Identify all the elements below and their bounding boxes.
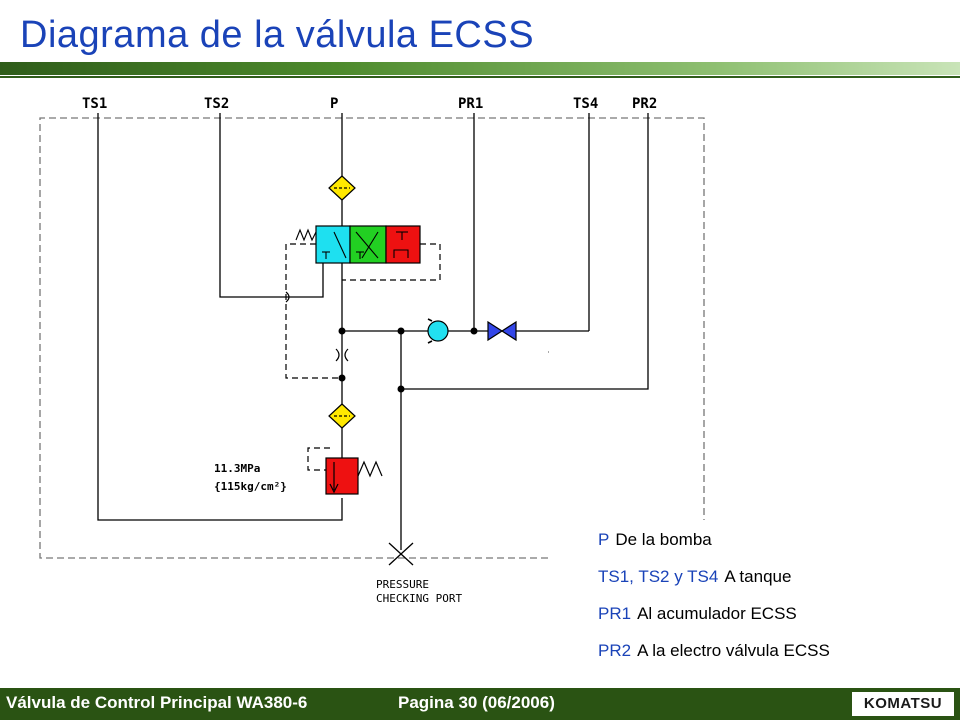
valve-body-outline [39,117,705,559]
legend-text: Al acumulador ECSS [637,604,797,623]
title-divider-bar [0,62,960,75]
port-label-ts2: TS2 [204,96,229,112]
check-port-label-2: CHECKING PORT [376,592,462,605]
port-label-pr1: PR1 [458,96,483,112]
legend-row: P De la bomba [598,528,830,565]
junction-dot [338,374,346,382]
spool-section-left [315,225,351,264]
relief-pressure-kg: {115kg/cm²} [214,480,287,493]
pilot-line-right [342,243,441,281]
legend-text: A tanque [724,567,792,586]
legend-key: P [598,530,610,549]
line-ts1 [97,113,343,521]
legend-key: PR1 [598,604,632,623]
spool-spring [295,228,317,242]
spool-section-center [349,225,387,264]
orifice-symbol [335,348,349,362]
junction-dot [397,385,405,393]
relief-pressure-mpa: 11.3MPa [214,462,260,475]
port-label-ts4: TS4 [573,96,598,112]
junction-dot [470,327,478,335]
check-valve [427,320,449,342]
junction-dot [338,327,346,335]
line-pr2 [401,113,649,390]
footer-document-title: Válvula de Control Principal WA380-6 [6,693,308,712]
pilot-line-relief [307,447,330,471]
line-ts2 [219,113,324,298]
port-label-ts1: TS1 [82,96,107,112]
port-label-p: P [330,96,338,112]
port-label-pr2: PR2 [632,96,657,112]
komatsu-logo: KOMATSU [852,692,954,716]
bidirectional-valve-right [500,320,517,342]
pilot-line-left [285,243,342,379]
relief-spring [357,460,383,478]
legend-row: PR2 A la electro válvula ECSS [598,639,830,676]
junction-dot [397,327,405,335]
relief-valve [325,457,359,495]
legend-row: TS1, TS2 y TS4 A tanque [598,565,830,602]
legend-key: TS1, TS2 y TS4 [598,567,719,586]
footer-page-number: Pagina 30 (06/2006) [398,693,555,712]
legend-text: De la bomba [615,530,712,549]
footer-bar: Válvula de Control Principal WA380-6 Pag… [0,688,960,720]
title-divider-line [0,76,960,78]
legend-key: PR2 [598,641,632,660]
bidirectional-valve-left [487,320,504,342]
page-title: Diagrama de la válvula ECSS [20,14,535,56]
check-port-label-1: PRESSURE [376,578,429,591]
legend-row: PR1 Al acumulador ECSS [598,602,830,639]
legend-text: A la electro válvula ECSS [637,641,830,660]
